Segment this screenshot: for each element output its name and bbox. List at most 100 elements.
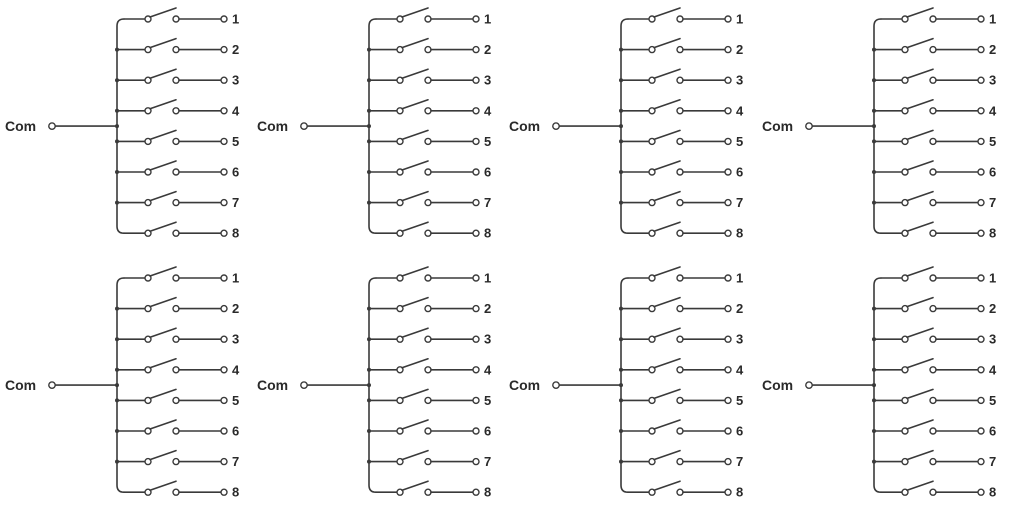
switch-6: 6 — [872, 160, 996, 180]
switch-contact-out — [424, 45, 432, 54]
branch-junction — [367, 139, 371, 144]
switch-contact-out — [929, 45, 937, 54]
output-label: 8 — [736, 226, 743, 241]
com-terminal — [805, 122, 813, 131]
switch-contact-out — [424, 396, 432, 405]
switch-blade — [401, 449, 429, 461]
branch-junction — [872, 337, 876, 342]
switch-blade — [653, 190, 681, 202]
switch-blade — [653, 99, 681, 110]
output-label: 6 — [232, 424, 239, 439]
switch-8: 8 — [375, 480, 491, 500]
com-label: Com — [509, 377, 540, 393]
switch-contact-out — [424, 107, 432, 115]
switch-contact-out — [172, 304, 180, 313]
output-terminal — [724, 15, 732, 23]
switch-contact-out — [172, 396, 180, 405]
output-terminal — [724, 274, 732, 282]
output-terminal — [472, 304, 480, 313]
switch-3: 3 — [367, 68, 491, 88]
com-label: Com — [762, 118, 793, 134]
output-label: 1 — [989, 271, 996, 286]
switch-blade — [401, 296, 429, 308]
switch-blade — [653, 327, 681, 339]
output-terminal — [977, 427, 985, 435]
branch-junction — [115, 429, 119, 433]
output-terminal — [724, 427, 732, 435]
output-terminal — [220, 488, 228, 496]
switch-6: 6 — [619, 419, 743, 439]
switch-blade — [149, 221, 177, 232]
com-terminal — [300, 381, 308, 389]
switch-contact-out — [424, 137, 432, 146]
branch-junction — [619, 398, 623, 403]
output-terminal — [220, 137, 228, 146]
output-label: 3 — [989, 73, 996, 88]
output-label: 7 — [736, 195, 743, 210]
output-terminal — [724, 488, 732, 496]
branch-junction — [367, 306, 371, 311]
switch-7: 7 — [367, 190, 491, 210]
switch-7: 7 — [872, 190, 996, 210]
output-label: 6 — [989, 165, 996, 180]
switch-contact-out — [676, 488, 684, 496]
switch-blade — [401, 266, 429, 277]
output-terminal — [977, 137, 985, 146]
output-label: 1 — [989, 12, 996, 27]
switch-8: 8 — [880, 480, 996, 500]
switch-1: 1 — [375, 7, 491, 27]
switch-5: 5 — [872, 129, 996, 149]
output-terminal — [977, 198, 985, 207]
switch-contact-out — [172, 274, 180, 282]
switch-blade — [906, 449, 934, 461]
switch-contact-out — [676, 45, 684, 54]
output-terminal — [220, 168, 228, 176]
branch-junction — [619, 170, 623, 174]
switch-contact-out — [424, 229, 432, 237]
switch-4: 4 — [367, 99, 492, 118]
switch-2: 2 — [619, 296, 743, 316]
output-label: 4 — [232, 103, 240, 118]
output-terminal — [977, 488, 985, 496]
output-terminal — [472, 45, 480, 54]
com-terminal — [48, 381, 56, 389]
switch-8: 8 — [375, 221, 491, 241]
switch-blade — [906, 266, 934, 277]
switch-contact-out — [676, 15, 684, 23]
switch-blade — [149, 296, 177, 308]
switch-contact-out — [929, 488, 937, 496]
switch-contact-out — [424, 15, 432, 23]
switch-contact-out — [929, 76, 937, 84]
output-terminal — [724, 304, 732, 313]
switch-blade — [149, 449, 177, 461]
output-terminal — [977, 335, 985, 343]
output-label: 5 — [232, 393, 239, 408]
output-label: 6 — [232, 165, 239, 180]
switch-contact-out — [424, 274, 432, 282]
bus-junction — [367, 383, 371, 388]
output-label: 4 — [736, 103, 744, 118]
switch-contact-out — [172, 76, 180, 84]
output-terminal — [472, 229, 480, 237]
output-terminal — [220, 274, 228, 282]
output-label: 2 — [484, 301, 491, 316]
switch-blade — [149, 480, 177, 492]
output-label: 4 — [989, 362, 997, 377]
switch-8: 8 — [627, 221, 743, 241]
branch-junction — [115, 337, 119, 342]
switch-contact-out — [676, 137, 684, 146]
switch-1: 1 — [123, 266, 239, 286]
branch-junction — [367, 398, 371, 403]
switch-contact-out — [676, 198, 684, 207]
bus-junction — [872, 124, 876, 129]
switch-3: 3 — [619, 68, 743, 88]
branch-junction — [115, 47, 119, 52]
branch-junction — [619, 367, 623, 372]
output-label: 5 — [736, 134, 743, 149]
switch-4: 4 — [367, 357, 492, 377]
output-label: 4 — [484, 103, 492, 118]
branch-junction — [367, 47, 371, 52]
branch-junction — [115, 139, 119, 144]
